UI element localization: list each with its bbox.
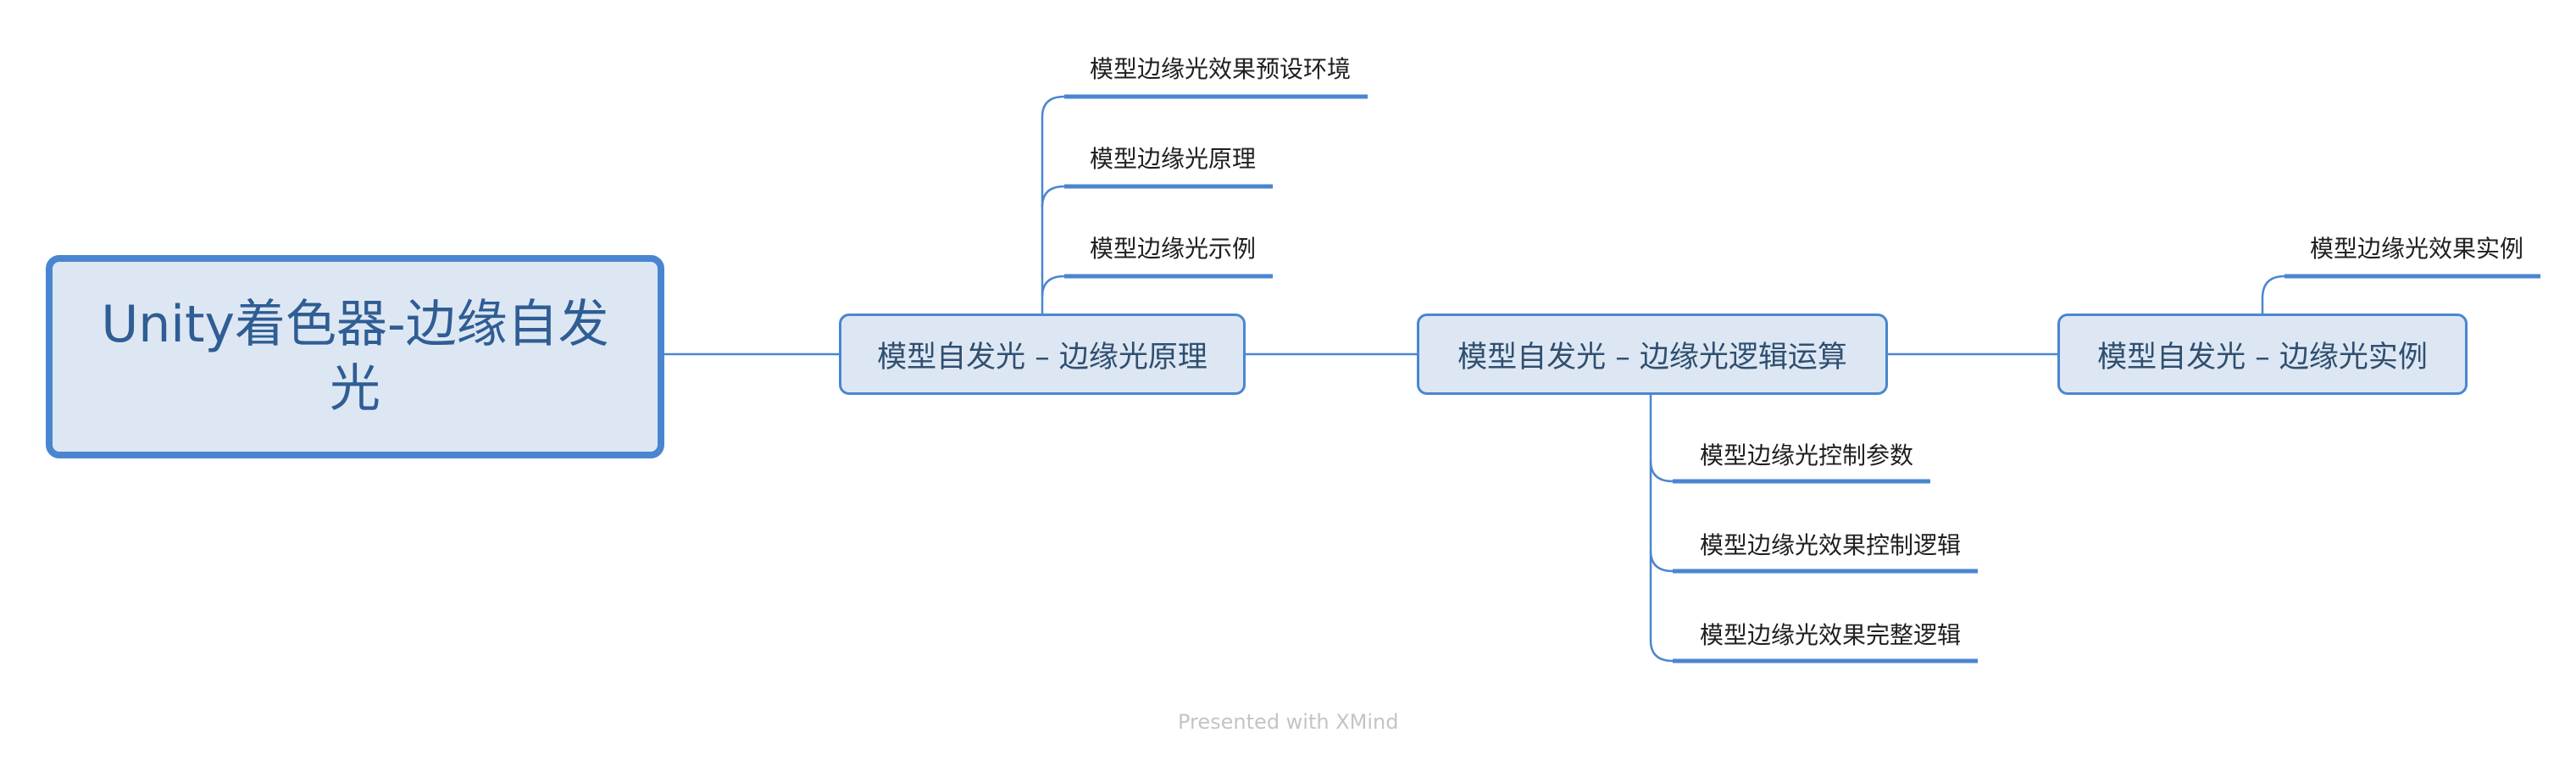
connector-principle-sub-2 bbox=[1041, 185, 1065, 208]
main-topic-example[interactable]: 模型自发光 – 边缘光实例 bbox=[2057, 314, 2468, 395]
subtopic-principle-sample[interactable]: 模型边缘光示例 bbox=[1090, 235, 1257, 263]
subtopic-logic-params[interactable]: 模型边缘光控制参数 bbox=[1700, 441, 1914, 469]
subtopic-logic-complete[interactable]: 模型边缘光效果完整逻辑 bbox=[1700, 621, 1962, 649]
main-topic-logic[interactable]: 模型自发光 – 边缘光逻辑运算 bbox=[1417, 314, 1888, 395]
subtopic-principle-preset-env[interactable]: 模型边缘光效果预设环境 bbox=[1090, 55, 1352, 83]
connector-example-sub-1 bbox=[2261, 275, 2285, 314]
xmind-watermark: Presented with XMind bbox=[1178, 710, 1399, 734]
subtopic-logic-control[interactable]: 模型边缘光效果控制逻辑 bbox=[1700, 531, 1962, 559]
connector-principle-sub-3 bbox=[1041, 275, 1065, 297]
connector-principle-sub-1 bbox=[1041, 95, 1065, 314]
main-topic-principle-label: 模型自发光 – 边缘光原理 bbox=[877, 340, 1208, 375]
connector-logic-sub-1 bbox=[1649, 460, 1674, 483]
subtopic-example-instance[interactable]: 模型边缘光效果实例 bbox=[2310, 235, 2524, 263]
central-topic-label: Unity着色器-边缘自发光 bbox=[101, 295, 609, 419]
connector-logic-sub-3 bbox=[1649, 395, 1674, 663]
connector-logic-sub-2 bbox=[1649, 550, 1674, 573]
subtopic-principle-theory[interactable]: 模型边缘光原理 bbox=[1090, 145, 1257, 173]
main-topic-principle[interactable]: 模型自发光 – 边缘光原理 bbox=[839, 314, 1246, 395]
main-topic-logic-label: 模型自发光 – 边缘光逻辑运算 bbox=[1457, 340, 1847, 375]
main-topic-example-label: 模型自发光 – 边缘光实例 bbox=[2097, 340, 2428, 375]
central-topic[interactable]: Unity着色器-边缘自发光 bbox=[46, 255, 664, 458]
